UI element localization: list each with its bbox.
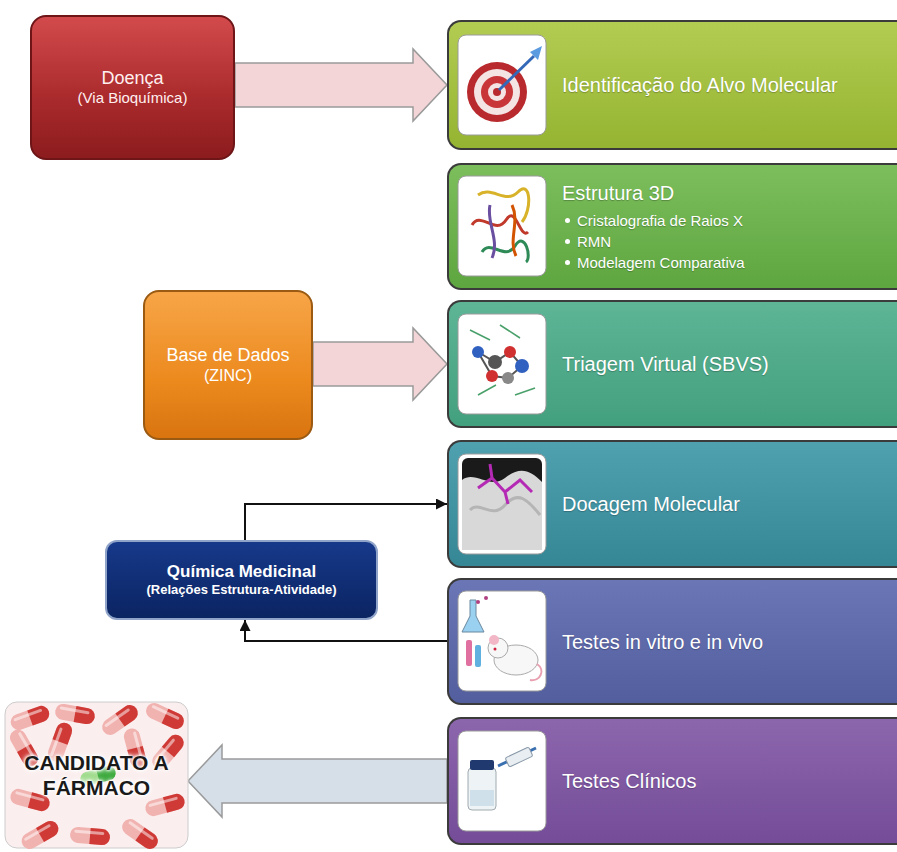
node-title: Testes in vitro e in vivo [562,630,885,654]
lab-test-icon [458,591,546,691]
node-subtitle: (Via Bioquímica) [78,89,188,107]
node-title: Testes Clínicos [562,769,885,793]
block-arrow [313,328,447,400]
bullet-dot [565,260,570,265]
bullet-row: RMN [562,233,885,251]
database-box: Base de Dados(ZINC) [143,290,313,440]
result-box: CANDIDATO A FÁRMACO [5,702,188,848]
protein-icon [458,176,546,276]
node-title: Base de Dados [166,345,289,367]
bullet-item: Modelagem Comparativa [577,254,745,272]
docking-icon [458,454,546,554]
node-title: Estrutura 3D [562,181,885,205]
process-band: Triagem Virtual (SBVS) [447,300,897,428]
disease-box: Doença(Via Bioquímica) [30,15,235,160]
target-icon [458,35,546,135]
pills-image [5,700,188,852]
bullet-dot [565,218,570,223]
process-band: Testes Clínicos [447,717,897,845]
node-title: Identificação do Alvo Molecular [562,73,885,97]
node-subtitle: (ZINC) [204,366,252,385]
node-title: CANDIDATO A FÁRMACO [22,750,172,800]
node-title: Docagem Molecular [562,492,885,516]
node-title: Triagem Virtual (SBVS) [562,352,885,376]
bullet-row: Cristalografia de Raios X [562,212,885,230]
bullet-dot [565,239,570,244]
node-subtitle: (Relações Estrutura-Atividade) [147,582,337,598]
process-band: Docagem Molecular [447,440,897,568]
chemistry-box: Química Medicinal(Relações Estrutura-Ati… [105,540,378,620]
process-band: Identificação do Alvo Molecular [447,20,897,150]
bullet-item: RMN [577,233,611,251]
flow-arrow [245,620,447,641]
node-title: Química Medicinal [167,562,316,582]
molecule-icon [458,314,546,414]
bullet-item: Cristalografia de Raios X [577,212,743,230]
node-title: Doença [101,68,163,90]
process-band: Estrutura 3D Cristalografia de Raios X RMN… [447,163,897,290]
bullet-row: Modelagem Comparativa [562,254,885,272]
process-band: Testes in vitro e in vivo [447,578,897,705]
block-arrow [235,49,447,121]
syringe-icon [458,731,546,831]
block-arrow [188,745,447,817]
flow-arrow [245,504,447,540]
